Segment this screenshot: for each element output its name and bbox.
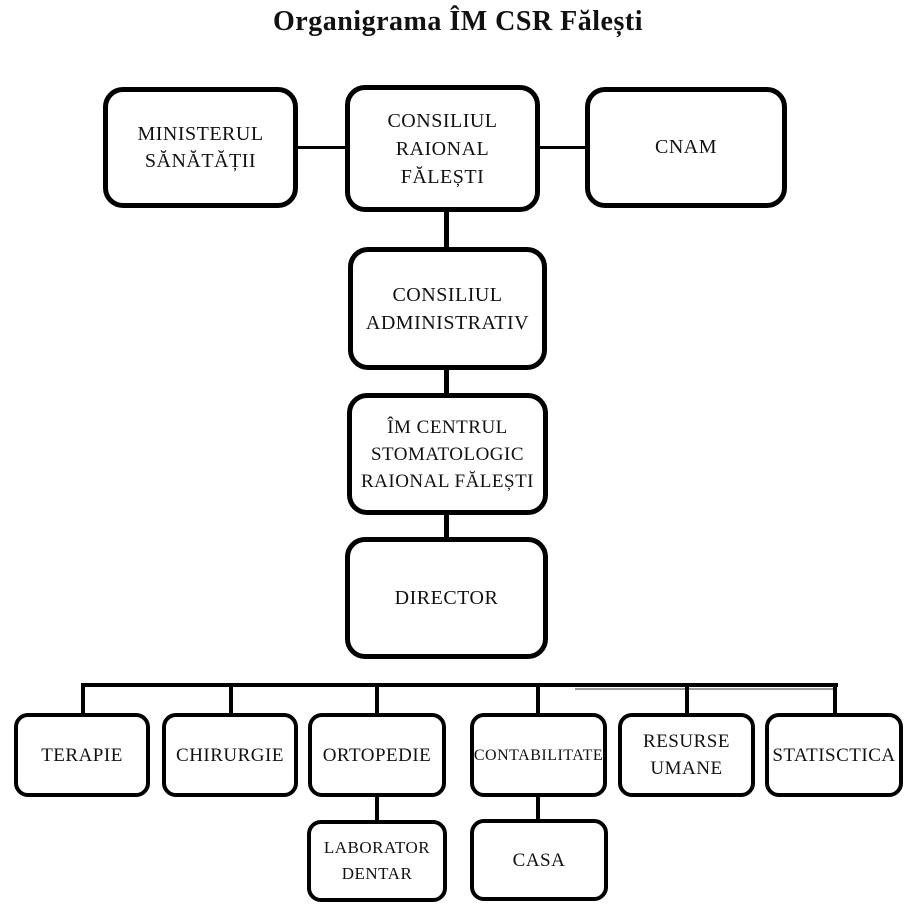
connector-ortopedie-laborator (375, 795, 379, 822)
org-node-casa: CASA (470, 819, 608, 901)
connector-centrul-director (444, 513, 449, 539)
org-node-cnam: CNAM (585, 87, 787, 208)
org-node-consiliul-raional-falesti: CONSILIUL RAIONAL FĂLEȘTI (345, 85, 540, 212)
org-node-label: DIRECTOR (394, 586, 499, 609)
connector-drop-resurse-umane (685, 685, 689, 714)
org-node-label: TERAPIE (41, 744, 123, 766)
connector-administrativ-centrul (444, 368, 449, 395)
connector-department-row-line (81, 683, 838, 687)
connector-drop-chirurgie (229, 685, 233, 714)
org-node-label: CONSILIUL ADMINISTRATIV (365, 283, 530, 334)
org-node-contabilitate: CONTABILITATE (470, 713, 607, 797)
org-node-label: CONTABILITATE (473, 746, 604, 764)
org-node-statisctica: STATISCTICA (765, 713, 903, 797)
connector-drop-ortopedie (375, 685, 379, 714)
org-node-label: MINISTERUL SĂNĂTĂȚII (137, 122, 264, 172)
org-node-label: ÎM CENTRUL STOMATOLOGIC RAIONAL FĂLEȘTI (360, 416, 535, 492)
connector-department-row-line-ghost (575, 688, 837, 690)
org-node-label: CHIRURGIE (176, 744, 284, 766)
org-node-consiliul-administrativ: CONSILIUL ADMINISTRATIV (348, 247, 547, 370)
connector-consiliul-administrativ (444, 210, 449, 249)
org-node-label: CASA (512, 849, 566, 871)
org-node-ministerul-sanatatii: MINISTERUL SĂNĂTĂȚII (103, 87, 298, 208)
connector-drop-terapie (81, 683, 85, 714)
org-node-label: CNAM (654, 136, 717, 158)
org-node-label: RESURSE UMANE (643, 731, 730, 779)
org-node-chirurgie: CHIRURGIE (162, 713, 298, 797)
org-node-director: DIRECTOR (345, 537, 548, 659)
connector-consiliul-cnam (538, 146, 587, 149)
org-node-label: STATISCTICA (772, 744, 896, 766)
connector-drop-contabilitate (536, 685, 540, 714)
connector-contabilitate-casa (536, 795, 540, 821)
org-node-label: ORTOPEDIE (322, 744, 432, 766)
org-node-resurse-umane: RESURSE UMANE (618, 713, 755, 797)
org-node-laborator-dentar: LABORATOR DENTAR (307, 820, 447, 902)
page-title: Organigrama ÎM CSR Fălești (273, 6, 643, 37)
org-node-terapie: TERAPIE (14, 713, 150, 797)
org-node-ortopedie: ORTOPEDIE (308, 713, 446, 797)
connector-ministerul-consiliul (296, 146, 347, 149)
org-node-label: CONSILIUL RAIONAL FĂLEȘTI (387, 109, 498, 188)
org-node-im-centrul-stomatologic: ÎM CENTRUL STOMATOLOGIC RAIONAL FĂLEȘTI (347, 393, 548, 515)
connector-drop-statisctica (833, 685, 837, 714)
org-node-label: LABORATOR DENTAR (323, 838, 431, 883)
